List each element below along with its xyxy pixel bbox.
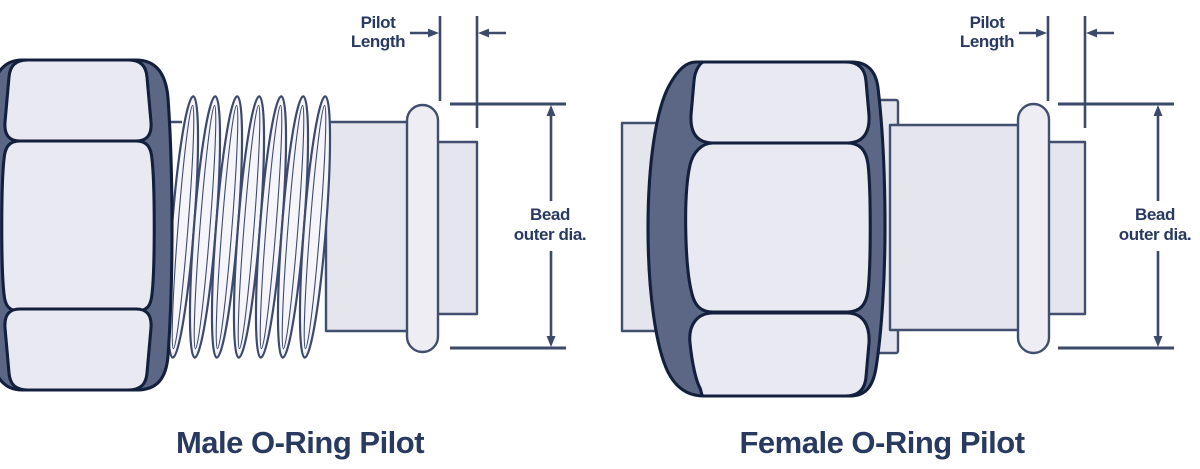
female-nut-top-facet — [689, 60, 871, 145]
male-shank — [324, 120, 416, 333]
arrow-right-icon — [1036, 28, 1047, 38]
female-bead-outer-dia-label-line1: Bead — [1135, 205, 1175, 224]
arrow-right-icon — [428, 28, 439, 38]
male-bead — [405, 103, 440, 354]
female-nut-middle-facet — [684, 141, 872, 314]
male-o-ring-pilot-drawing: Pilot Length Bead outer dia. Male O-Ring… — [0, 13, 587, 460]
arrow-up-icon — [1153, 105, 1163, 116]
female-bead-outer-dia-label-line2: outer dia. — [1119, 225, 1192, 244]
male-pilot-length-label-line2: Length — [351, 32, 405, 51]
female-body — [888, 123, 1022, 332]
male-nut-top-facet — [3, 58, 153, 143]
male-o-ring-pilot-figure: Pilot Length Bead outer dia. Male O-Ring… — [0, 13, 587, 460]
female-pilot-length-label-line2: Length — [960, 32, 1014, 51]
male-nut-middle-facet — [0, 139, 156, 313]
male-hex-nut — [0, 58, 174, 392]
female-nut-bottom-facet — [688, 311, 871, 398]
female-hex-nut — [646, 60, 887, 398]
female-o-ring-pilot-figure: Pilot Length Bead outer dia. Female O-Ri… — [600, 0, 1200, 469]
female-o-ring-pilot-drawing: Pilot Length Bead outer dia. Female O-Ri… — [620, 13, 1192, 460]
male-pilot-length-label-line1: Pilot — [361, 13, 397, 32]
female-bead — [1016, 102, 1051, 355]
female-pilot-length-label-line1: Pilot — [970, 13, 1006, 32]
arrow-down-icon — [1153, 336, 1163, 347]
arrow-left-icon — [478, 28, 489, 38]
female-pilot-length-dimension: Pilot Length — [960, 13, 1114, 128]
male-nut-bottom-facet — [3, 307, 153, 392]
male-caption: Male O-Ring Pilot — [176, 425, 424, 460]
arrow-down-icon — [546, 336, 556, 347]
male-pilot-length-dimension: Pilot Length — [351, 13, 506, 128]
arrow-up-icon — [546, 105, 556, 116]
male-bead-outer-dia-dimension: Bead outer dia. — [450, 102, 587, 350]
arrow-left-icon — [1086, 28, 1097, 38]
male-bead-outer-dia-label-line2: outer dia. — [514, 225, 587, 244]
female-caption: Female O-Ring Pilot — [739, 425, 1024, 460]
male-threads — [166, 95, 332, 359]
male-bead-outer-dia-label-line1: Bead — [530, 205, 570, 224]
female-bead-outer-dia-dimension: Bead outer dia. — [1058, 102, 1192, 350]
